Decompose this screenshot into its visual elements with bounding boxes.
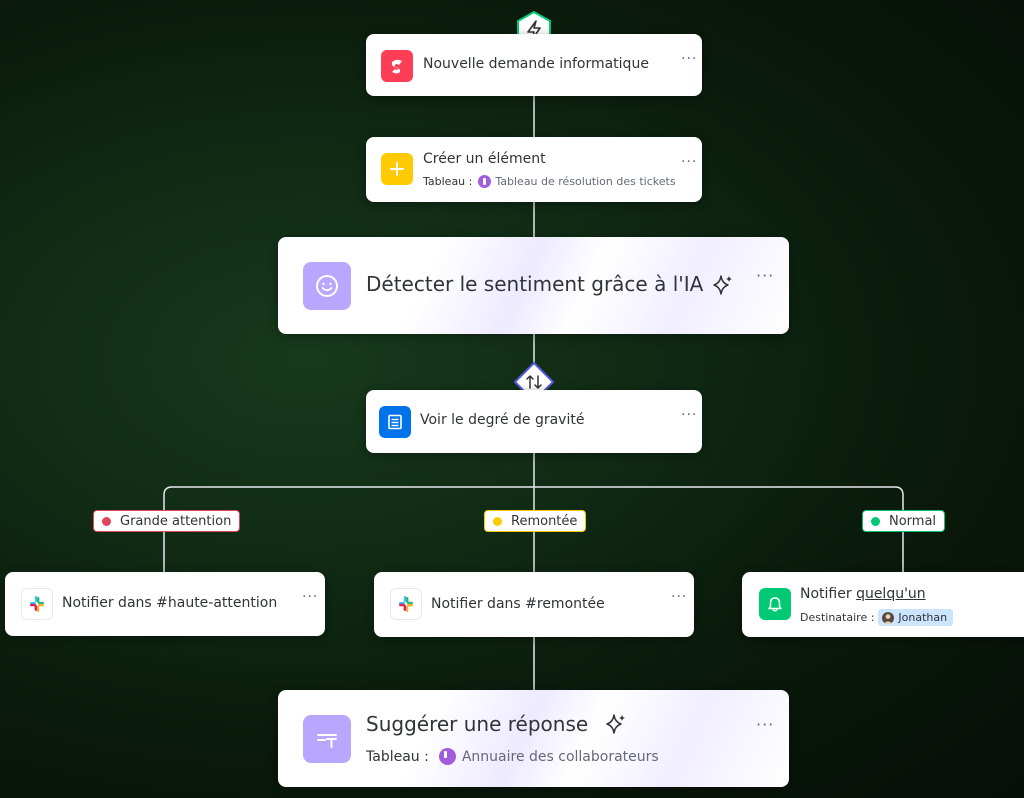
- avatar: [882, 611, 895, 624]
- smiley-icon: [303, 262, 351, 310]
- notify-someone-card[interactable]: Notifier quelqu'un Destinataire : Jonath…: [742, 572, 1024, 637]
- suggest-board-row: Tableau : Annuaire des collaborateurs: [366, 748, 659, 765]
- branch-chip-normal[interactable]: Normal: [862, 510, 946, 532]
- board-label: Tableau :: [423, 175, 473, 188]
- branch-chip-escalated[interactable]: Remontée: [484, 510, 587, 532]
- notify-someone-link[interactable]: quelqu'un: [856, 586, 926, 602]
- board-name[interactable]: Annuaire des collaborateurs: [461, 748, 659, 765]
- status-dot: [102, 516, 111, 526]
- branch-chip-label: Grande attention: [120, 513, 232, 529]
- recipient-row: Destinataire : Jonathan: [800, 609, 954, 626]
- severity-menu[interactable]: ···: [681, 407, 698, 423]
- branch-chip-high-attention[interactable]: Grande attention: [93, 510, 241, 532]
- ai-sparkle-icon: [604, 712, 628, 736]
- notify-escalated-menu[interactable]: ···: [671, 589, 688, 605]
- slack-icon: [390, 588, 422, 620]
- notify-someone-title: Notifier quelqu'un: [800, 586, 926, 602]
- severity-card[interactable]: Voir le degré de gravité ···: [366, 390, 702, 453]
- notify-escalated-card[interactable]: Notifier dans #remontée ···: [374, 572, 694, 637]
- plus-icon: [381, 153, 413, 185]
- trigger-card-menu[interactable]: ···: [681, 51, 698, 67]
- create-item-card[interactable]: Créer un élément Tableau : Tableau de ré…: [366, 137, 702, 202]
- text-format-icon: [303, 715, 351, 763]
- sentiment-menu[interactable]: ···: [756, 266, 775, 285]
- sentiment-title: Détecter le sentiment grâce à l'IA: [366, 272, 704, 296]
- notify-high-attention-menu[interactable]: ···: [302, 589, 319, 605]
- trigger-card[interactable]: Nouvelle demande informatique ···: [366, 34, 702, 96]
- recipient-name: Jonathan: [898, 611, 948, 624]
- bell-icon: [759, 588, 791, 620]
- slack-icon: [21, 588, 53, 620]
- status-dot: [493, 516, 502, 526]
- trigger-card-title: Nouvelle demande informatique: [423, 56, 649, 72]
- create-item-title: Créer un élément: [423, 151, 546, 167]
- notify-high-attention-title: Notifier dans #haute-attention: [62, 595, 278, 611]
- connector-branch-right: [534, 486, 904, 572]
- board-icon: [478, 175, 492, 188]
- sprout-app-icon: [381, 50, 413, 82]
- create-item-menu[interactable]: ···: [681, 154, 698, 170]
- suggest-reply-card[interactable]: Suggérer une réponse Tableau : Annuaire …: [278, 690, 789, 787]
- create-item-board-row: Tableau : Tableau de résolution des tick…: [423, 175, 676, 188]
- suggest-reply-menu[interactable]: ···: [756, 715, 775, 734]
- recipient-badge[interactable]: Jonathan: [878, 609, 954, 626]
- suggest-reply-title: Suggérer une réponse: [366, 712, 589, 736]
- ai-sparkle-icon: [711, 273, 735, 297]
- sentiment-card[interactable]: Détecter le sentiment grâce à l'IA ···: [278, 237, 789, 334]
- board-name[interactable]: Tableau de résolution des tickets: [495, 175, 676, 188]
- severity-title: Voir le degré de gravité: [420, 412, 585, 428]
- notify-high-attention-card[interactable]: Notifier dans #haute-attention ···: [5, 572, 325, 636]
- notify-someone-prefix: Notifier: [800, 586, 852, 602]
- branch-chip-label: Remontée: [511, 513, 578, 529]
- recipient-label: Destinataire :: [800, 611, 875, 624]
- swap-arrows-icon: [526, 375, 542, 389]
- branch-chip-label: Normal: [889, 513, 937, 529]
- status-dot: [871, 516, 880, 526]
- board-icon: [438, 748, 456, 765]
- table-icon: [379, 406, 411, 438]
- board-label: Tableau :: [366, 748, 429, 765]
- notify-escalated-title: Notifier dans #remontée: [431, 596, 605, 612]
